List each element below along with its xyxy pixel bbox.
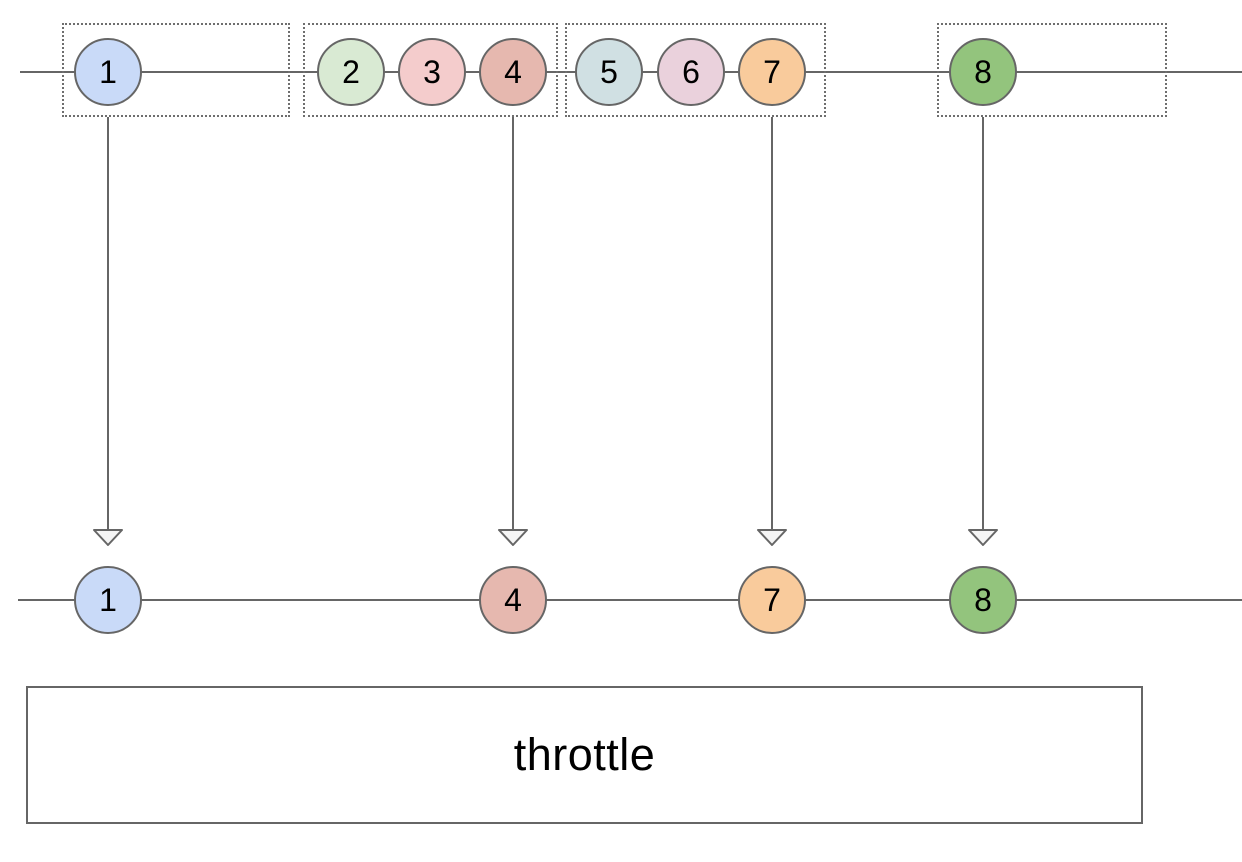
- operator-box: throttle: [26, 686, 1143, 824]
- output-event-1: 1: [74, 566, 142, 634]
- arrowhead-down-icon: [497, 529, 529, 547]
- throttle-window-box-1: [62, 23, 290, 117]
- throttle-window-box-4: [937, 23, 1167, 117]
- throttle-window-box-2: [303, 23, 558, 117]
- source-event-6: 6: [657, 38, 725, 106]
- arrowhead-down-icon: [967, 529, 999, 547]
- source-event-1: 1: [74, 38, 142, 106]
- source-event-2: 2: [317, 38, 385, 106]
- emission-arrow-line-2: [512, 117, 514, 529]
- output-event-8: 8: [949, 566, 1017, 634]
- output-event-4: 4: [479, 566, 547, 634]
- source-event-4: 4: [479, 38, 547, 106]
- source-event-7: 7: [738, 38, 806, 106]
- arrowhead-down-icon: [756, 529, 788, 547]
- source-event-3: 3: [398, 38, 466, 106]
- emission-arrow-line-4: [982, 117, 984, 529]
- emission-arrow-line-3: [771, 117, 773, 529]
- source-event-5: 5: [575, 38, 643, 106]
- throttle-window-box-3: [565, 23, 826, 117]
- operator-label: throttle: [513, 729, 656, 780]
- source-event-8: 8: [949, 38, 1017, 106]
- emission-arrow-line-1: [107, 117, 109, 529]
- output-event-7: 7: [738, 566, 806, 634]
- output-timeline-line: [18, 599, 1242, 601]
- arrowhead-down-icon: [92, 529, 124, 547]
